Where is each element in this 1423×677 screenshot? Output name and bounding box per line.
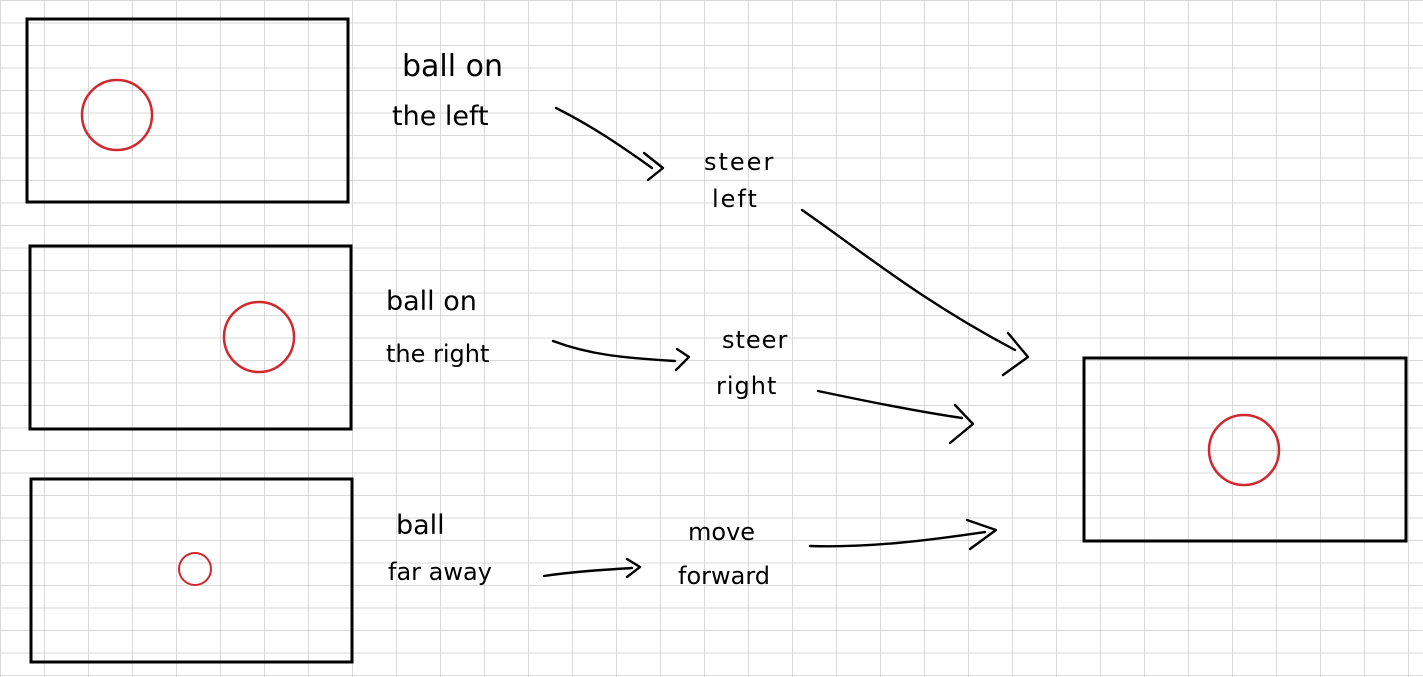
- action-label-steer-left: steer left: [704, 148, 785, 213]
- state-far-line2: far away: [388, 558, 492, 586]
- state-right-line1: ball on: [386, 286, 477, 317]
- ball-right: [222, 300, 296, 374]
- action-right-line1: steer: [722, 326, 788, 354]
- state-left-line1: ball on: [402, 49, 503, 84]
- state-far-line1: ball: [396, 510, 445, 541]
- camera-frame-ball-left: [25, 17, 350, 204]
- arrow-steer-left-to-target: [800, 208, 1030, 377]
- state-label-right: ball on the right: [386, 286, 489, 368]
- action-forward-line1: move: [688, 518, 755, 546]
- action-label-steer-right: steer right: [716, 326, 797, 400]
- state-right-line2: the right: [386, 340, 489, 368]
- arrow-right-to-steer-right: [551, 339, 691, 372]
- arrow-far-to-move-forward: [542, 557, 642, 579]
- arrow-left-to-steer-left: [554, 106, 665, 182]
- ball-far: [178, 552, 212, 586]
- action-right-line2: right: [716, 372, 777, 400]
- target-frame-ball-centered: [1082, 356, 1408, 543]
- action-forward-line2: forward: [678, 562, 770, 590]
- camera-frame-ball-far: [29, 477, 354, 664]
- camera-frame-ball-right: [28, 244, 353, 431]
- action-left-line2: left: [712, 185, 759, 213]
- arrow-steer-right-to-target: [816, 389, 975, 445]
- action-label-move-forward: move forward: [678, 518, 770, 590]
- state-label-left: ball on the left: [392, 49, 513, 132]
- state-label-far: ball far away: [388, 510, 492, 586]
- arrow-move-forward-to-target: [808, 518, 998, 551]
- state-left-line2: the left: [392, 101, 489, 132]
- action-left-line1: steer: [704, 148, 775, 176]
- ball-centered: [1207, 413, 1281, 487]
- ball-left: [80, 78, 154, 152]
